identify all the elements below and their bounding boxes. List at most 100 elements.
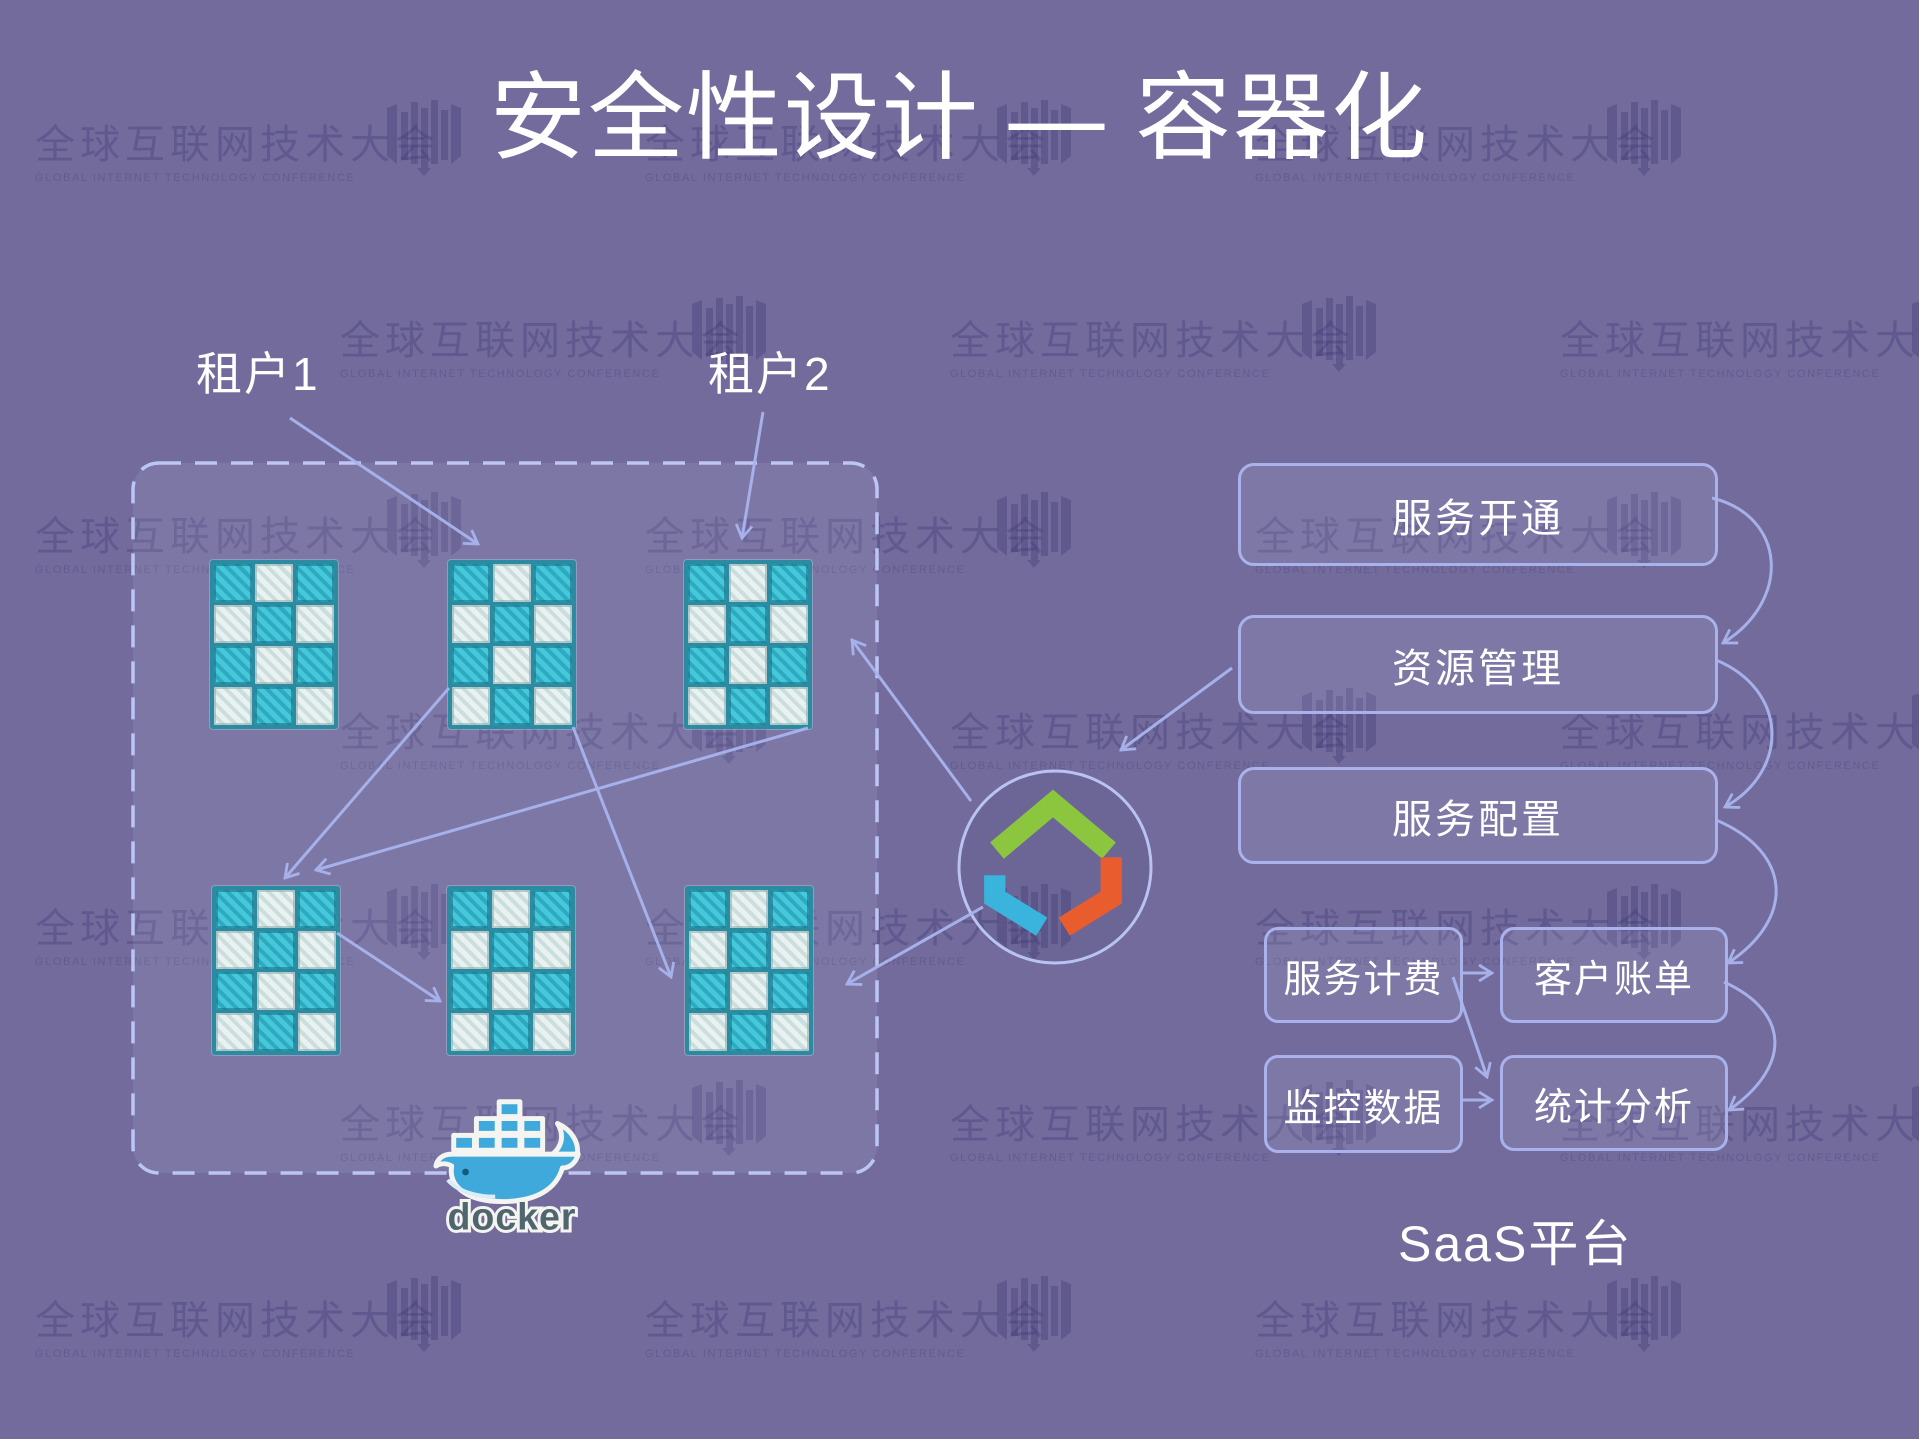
saas-platform-label: SaaS平台	[1398, 1216, 1633, 1272]
container-tile-teal	[771, 972, 809, 1010]
conference-logo-icon	[387, 100, 461, 176]
conference-logo-icon	[387, 1276, 461, 1352]
conference-logo-icon	[1302, 1080, 1376, 1156]
container-tile-light	[770, 605, 808, 643]
watermark-cn-text: 全球互联网技术大会	[645, 504, 1105, 562]
container-tile-teal	[216, 890, 254, 928]
watermark: 全球互联网技术大会 GLOBAL INTERNET TECHNOLOGY CONF…	[35, 1276, 495, 1360]
conference-logo-icon	[1302, 296, 1376, 372]
conference-logo-icon	[1912, 301, 1919, 358]
container-tile-teal	[296, 564, 334, 602]
container-grid-3	[684, 560, 812, 729]
watermark-en-text: GLOBAL INTERNET TECHNOLOGY CONFERENCE	[1560, 368, 1881, 380]
container-tile-teal	[296, 646, 334, 684]
conference-logo-icon	[1607, 1276, 1681, 1352]
container-tile-light	[729, 646, 767, 684]
service-activation-box: 服务开通	[1238, 463, 1718, 566]
docker-wordmark: docker	[447, 1195, 576, 1237]
container-tile-light	[493, 564, 531, 602]
container-tile-light	[492, 972, 530, 1010]
container-tile-light	[452, 687, 490, 725]
container-tile-teal	[688, 646, 726, 684]
container-tile-teal	[492, 1013, 530, 1051]
container-tile-light	[298, 1013, 336, 1051]
tenant-1-label: 租户1	[196, 348, 320, 400]
container-tile-teal	[533, 972, 571, 1010]
container-tile-light	[770, 687, 808, 725]
conference-logo-icon	[1607, 492, 1681, 568]
container-tile-teal	[730, 1013, 768, 1051]
watermark-en-text: GLOBAL INTERNET TECHNOLOGY CONFERENCE	[35, 172, 356, 184]
watermark-cn-text: 全球互联网技术大会	[645, 1299, 1050, 1343]
container-tile-teal	[452, 564, 490, 602]
watermark-en-text: GLOBAL INTERNET TECHNOLOGY CONFERENCE	[1255, 1348, 1576, 1360]
container-tile-teal	[770, 564, 808, 602]
docker-whale-icon	[433, 1099, 581, 1205]
container-tile-teal	[771, 890, 809, 928]
container-tile-light	[771, 1013, 809, 1051]
container-tile-light	[451, 931, 489, 969]
cube-logo-icon	[984, 789, 1122, 936]
container-tile-teal	[492, 931, 530, 969]
conference-logo-icon	[1607, 884, 1681, 960]
container-tile-teal	[534, 564, 572, 602]
watermark: 全球互联网技术大会 GLOBAL INTERNET TECHNOLOGY CONF…	[1255, 1276, 1715, 1360]
conference-logo-icon	[997, 492, 1071, 568]
conference-logo-icon	[997, 100, 1071, 176]
container-tile-teal	[729, 605, 767, 643]
container-tile-light	[493, 646, 531, 684]
container-tile-light	[298, 931, 336, 969]
watermark-cn-text: 全球互联网技术大会	[1255, 1299, 1660, 1343]
watermark-en-text: GLOBAL INTERNET TECHNOLOGY CONFERENCE	[35, 1348, 356, 1360]
container-grid-4	[212, 886, 340, 1055]
container-tile-teal	[534, 646, 572, 684]
monitoring-data-box: 监控数据	[1264, 1055, 1463, 1153]
page-title: 安全性设计 — 容器化	[489, 65, 1430, 172]
conference-logo-icon	[997, 1276, 1071, 1352]
container-tile-light	[534, 687, 572, 725]
container-tile-teal	[257, 931, 295, 969]
service-activation-label: 服务开通	[1392, 496, 1564, 541]
watermark-cn-text: 全球互联网技术大会	[340, 319, 745, 363]
service-configuration-label: 服务配置	[1392, 797, 1564, 842]
container-tile-light	[533, 1013, 571, 1051]
conference-logo-icon	[692, 1080, 766, 1156]
customer-bill-box: 客户账单	[1500, 927, 1728, 1023]
container-tile-teal	[688, 564, 726, 602]
conference-logo-icon	[692, 296, 766, 372]
container-grid-5	[447, 886, 575, 1055]
watermark-en-text: GLOBAL INTERNET TECHNOLOGY CONFERENCE	[950, 1152, 1271, 1164]
container-grid-1	[210, 560, 338, 729]
container-tile-teal	[214, 564, 252, 602]
container-tile-light	[296, 687, 334, 725]
container-tile-light	[730, 890, 768, 928]
monitoring-data-label: 监控数据	[1283, 1087, 1444, 1130]
container-tile-light	[771, 931, 809, 969]
watermark-en-text: GLOBAL INTERNET TECHNOLOGY CONFERENCE	[645, 172, 966, 184]
container-grid-6	[685, 886, 813, 1055]
statistical-analysis-box: 统计分析	[1500, 1055, 1728, 1151]
container-tile-light	[452, 605, 490, 643]
container-tile-teal	[729, 687, 767, 725]
container-tile-teal	[689, 972, 727, 1010]
container-tile-light	[296, 605, 334, 643]
service-billing-label: 服务计费	[1283, 958, 1444, 1001]
watermark-en-text: GLOBAL INTERNET TECHNOLOGY CONFERENCE	[1560, 1152, 1881, 1164]
container-tile-teal	[298, 890, 336, 928]
container-tile-light	[255, 646, 293, 684]
watermark-cn-text: 全球互联网技术大会	[35, 1299, 440, 1343]
container-tile-teal	[689, 890, 727, 928]
watermark-cn-text: 全球互联网技术大会	[35, 123, 440, 167]
watermark: 全球互联网技术大会 GLOBAL INTERNET TECHNOLOGY CONF…	[35, 100, 495, 184]
container-tile-light	[214, 605, 252, 643]
container-tile-teal	[255, 605, 293, 643]
statistical-analysis-label: 统计分析	[1533, 1086, 1694, 1129]
container-tile-teal	[216, 972, 254, 1010]
container-tile-teal	[730, 931, 768, 969]
